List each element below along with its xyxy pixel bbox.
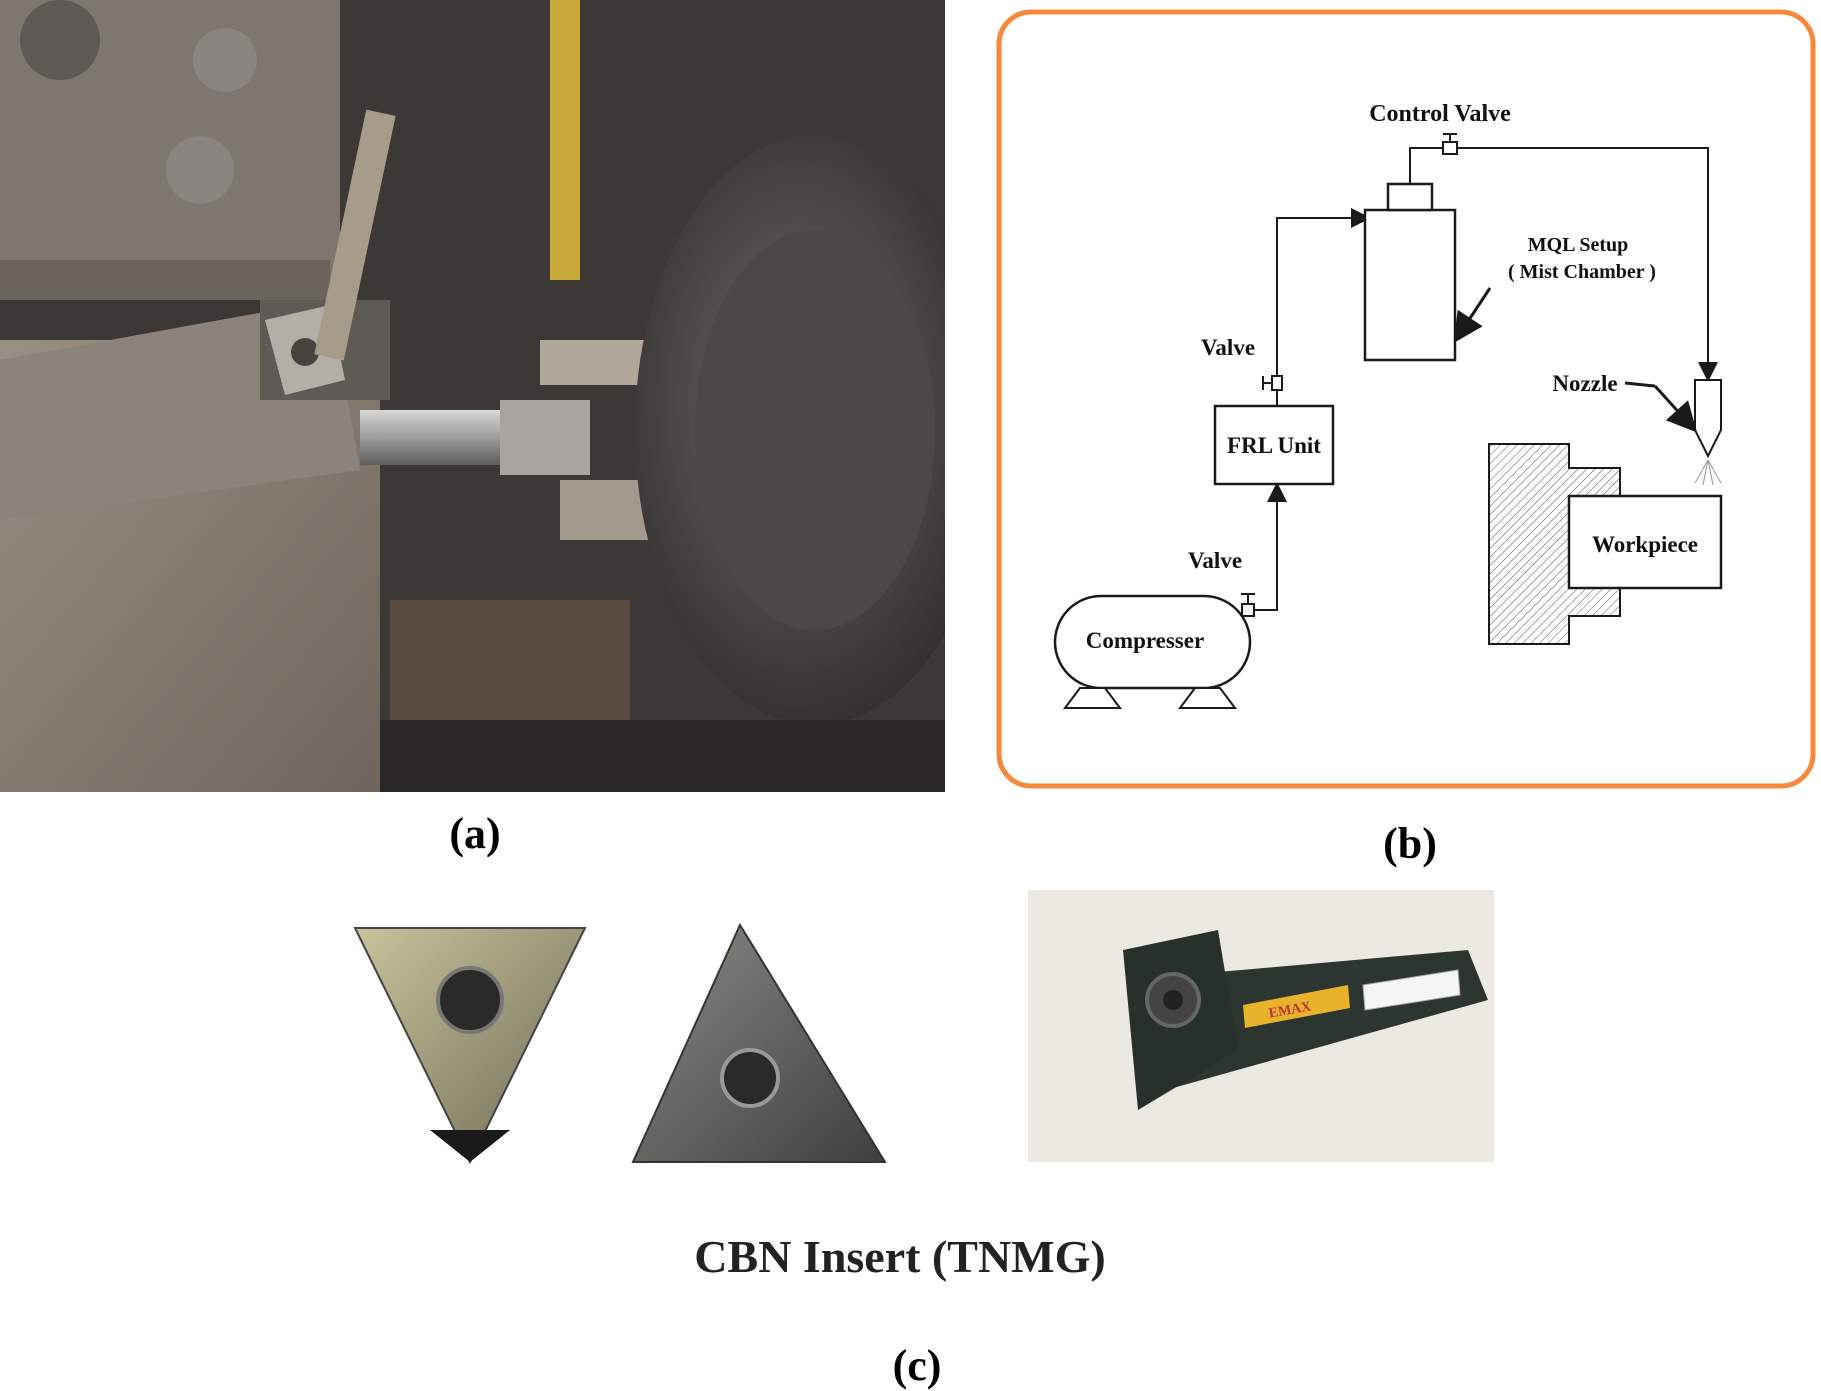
valve-lower-label: Valve — [1188, 548, 1242, 573]
frl-unit-box — [1213, 404, 1335, 486]
workpiece-box — [1567, 494, 1723, 590]
holder-label-sticker — [1243, 985, 1350, 1028]
mist-chamber-label: ( Mist Chamber ) — [1508, 261, 1656, 283]
control-valve-label: Control Valve — [1369, 101, 1511, 127]
nozzle-tube — [314, 109, 396, 361]
pipe-control-nozzle — [1457, 147, 1718, 382]
caption-b: (b) — [1383, 819, 1437, 868]
holder-brand-text: EMAX — [1268, 999, 1313, 1021]
frl-unit-label: FRL Unit — [1227, 433, 1321, 458]
mql-pointer — [1453, 287, 1492, 344]
workpiece-label: Workpiece — [1592, 532, 1698, 557]
compressor-symbol — [1053, 594, 1252, 709]
cbn-inserts-photo — [330, 900, 930, 1180]
tool-holder-photo: EMAX — [1028, 890, 1494, 1162]
insert-title: CBN Insert (TNMG) — [694, 1231, 1106, 1282]
mql-schematic: Compresser Valve FRL Unit Valve MQL Setu… — [995, 8, 1819, 790]
coolant-line — [550, 0, 580, 280]
holder-blank-label — [1362, 969, 1461, 1011]
mist-chamber-cap — [1386, 182, 1434, 212]
lathe-mql-photo — [0, 0, 995, 792]
chip-tray — [390, 600, 630, 720]
valve-upper-label: Valve — [1201, 335, 1255, 360]
caption-c: (c) — [892, 1341, 942, 1390]
pipe-compressor-frl — [1254, 482, 1287, 611]
mist-spray — [1694, 459, 1722, 486]
nozzle-pointer — [1624, 381, 1656, 388]
pipe-valve-mql — [1276, 208, 1371, 376]
mist-chamber-box — [1363, 208, 1457, 362]
compresser-label: Compresser — [1086, 628, 1204, 653]
pipe-mql-control — [1409, 147, 1443, 184]
bolt-head — [166, 136, 234, 204]
cbn-insert-right — [631, 922, 887, 1163]
bolt-head — [20, 0, 100, 80]
mql-setup-label: MQL Setup — [1528, 234, 1629, 256]
cbn-insert-left — [353, 927, 587, 1165]
caption-a: (a) — [449, 809, 501, 858]
bolt-head — [193, 28, 257, 92]
nozzle-label: Nozzle — [1552, 371, 1617, 396]
